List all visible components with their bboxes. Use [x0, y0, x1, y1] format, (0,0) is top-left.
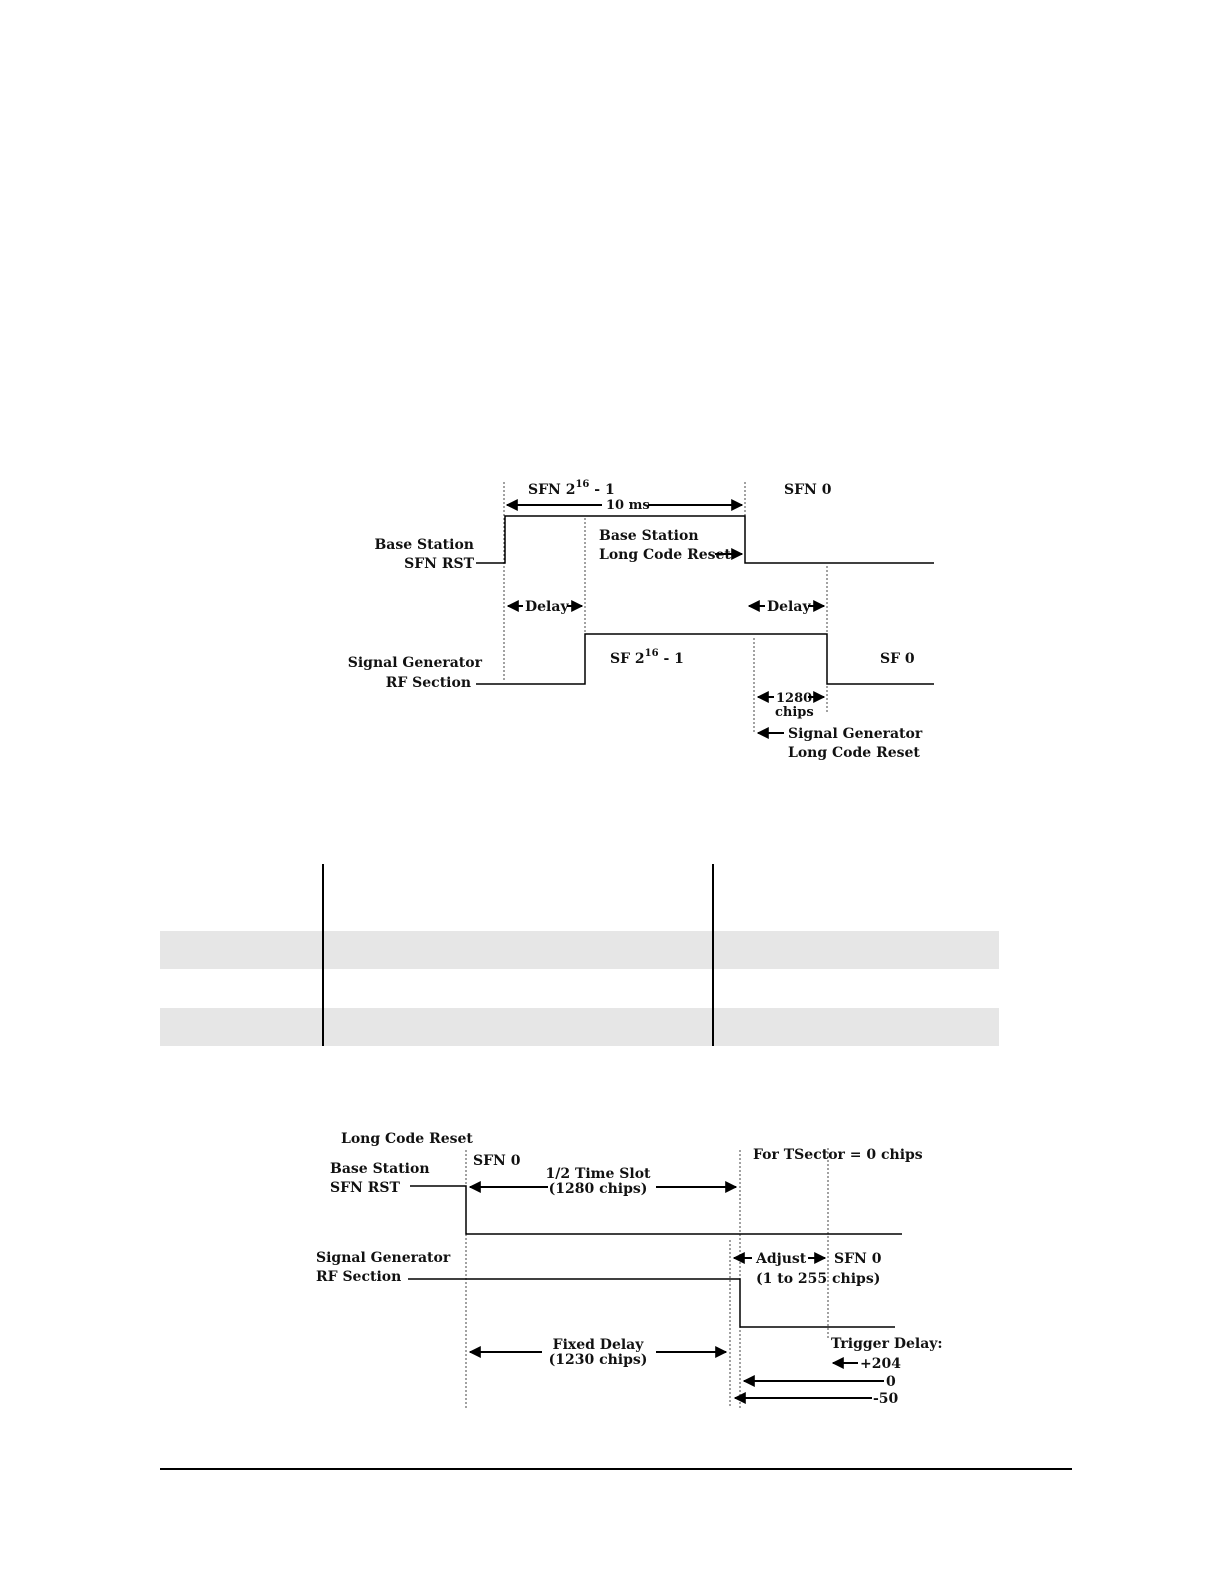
delay1-label: Delay: [525, 599, 569, 615]
sg-reset-label-2: Long Code Reset: [788, 745, 920, 761]
fixed-delay-label-1: Fixed Delay: [553, 1337, 645, 1353]
diagram-long-code-reset: Long Code Reset Base Station SFN RST SFN…: [316, 1131, 943, 1408]
adjust-label: Adjust: [755, 1251, 807, 1267]
chips-label-2: chips: [775, 705, 814, 720]
table-row-shaded: [160, 931, 999, 969]
bs-reset-label-1: Base Station: [599, 528, 699, 544]
sg-label-2-2: RF Section: [316, 1269, 401, 1285]
diagram-sfn-reset: SFN 216 - 1 10 ms SFN 0 Base Station SFN…: [348, 479, 934, 761]
bs-label-2-2: SFN RST: [330, 1180, 400, 1196]
footer-rule: [160, 1468, 1072, 1470]
table-column-divider: [322, 864, 324, 1046]
bs-sfn-label-1: Base Station: [374, 537, 474, 553]
sg-label-1: Signal Generator: [348, 655, 483, 671]
fixed-delay-label-2: (1230 chips): [549, 1352, 648, 1368]
sg-label-2-1: Signal Generator: [316, 1250, 451, 1266]
adjust-range-label: (1 to 255 chips): [756, 1271, 880, 1287]
bs-label-2-1: Base Station: [330, 1161, 430, 1177]
bs-reset-label-2: Long Code Reset: [599, 547, 731, 563]
sf-max-label: SF 216 - 1: [610, 648, 684, 667]
lc-reset-title: Long Code Reset: [341, 1131, 473, 1147]
sfn0-label: SFN 0: [784, 482, 832, 498]
trigger-delay-label: Trigger Delay:: [831, 1336, 943, 1352]
tsector-label: For TSector = 0 chips: [753, 1147, 923, 1163]
table-column-divider: [712, 864, 714, 1046]
trigger-0-label: 0: [886, 1374, 896, 1390]
bs-sfn-label-2: SFN RST: [404, 556, 474, 572]
trigger-204-label: +204: [860, 1356, 901, 1372]
delay2-label: Delay: [767, 599, 811, 615]
sfn-max-label: SFN 216 - 1: [528, 479, 615, 498]
trigger-neg50-label: -50: [873, 1391, 899, 1407]
table-row-shaded: [160, 1008, 999, 1046]
sg-reset-label-1: Signal Generator: [788, 726, 923, 742]
sfn0-b-label: SFN 0: [834, 1251, 882, 1267]
sf0-label: SF 0: [880, 651, 915, 667]
half-slot-label-2: (1280 chips): [549, 1181, 648, 1197]
chips-label-1: 1280: [776, 691, 812, 706]
half-slot-label-1: 1/2 Time Slot: [545, 1166, 651, 1182]
base-station-waveform: [476, 515, 934, 564]
signal-generator-waveform-2: [408, 1278, 895, 1328]
signal-generator-waveform: [476, 633, 934, 685]
sg-label-2: RF Section: [386, 675, 471, 691]
base-station-waveform-2: [410, 1185, 902, 1235]
sfn0-a-label: SFN 0: [473, 1153, 521, 1169]
ten-ms-label: 10 ms: [606, 498, 650, 513]
